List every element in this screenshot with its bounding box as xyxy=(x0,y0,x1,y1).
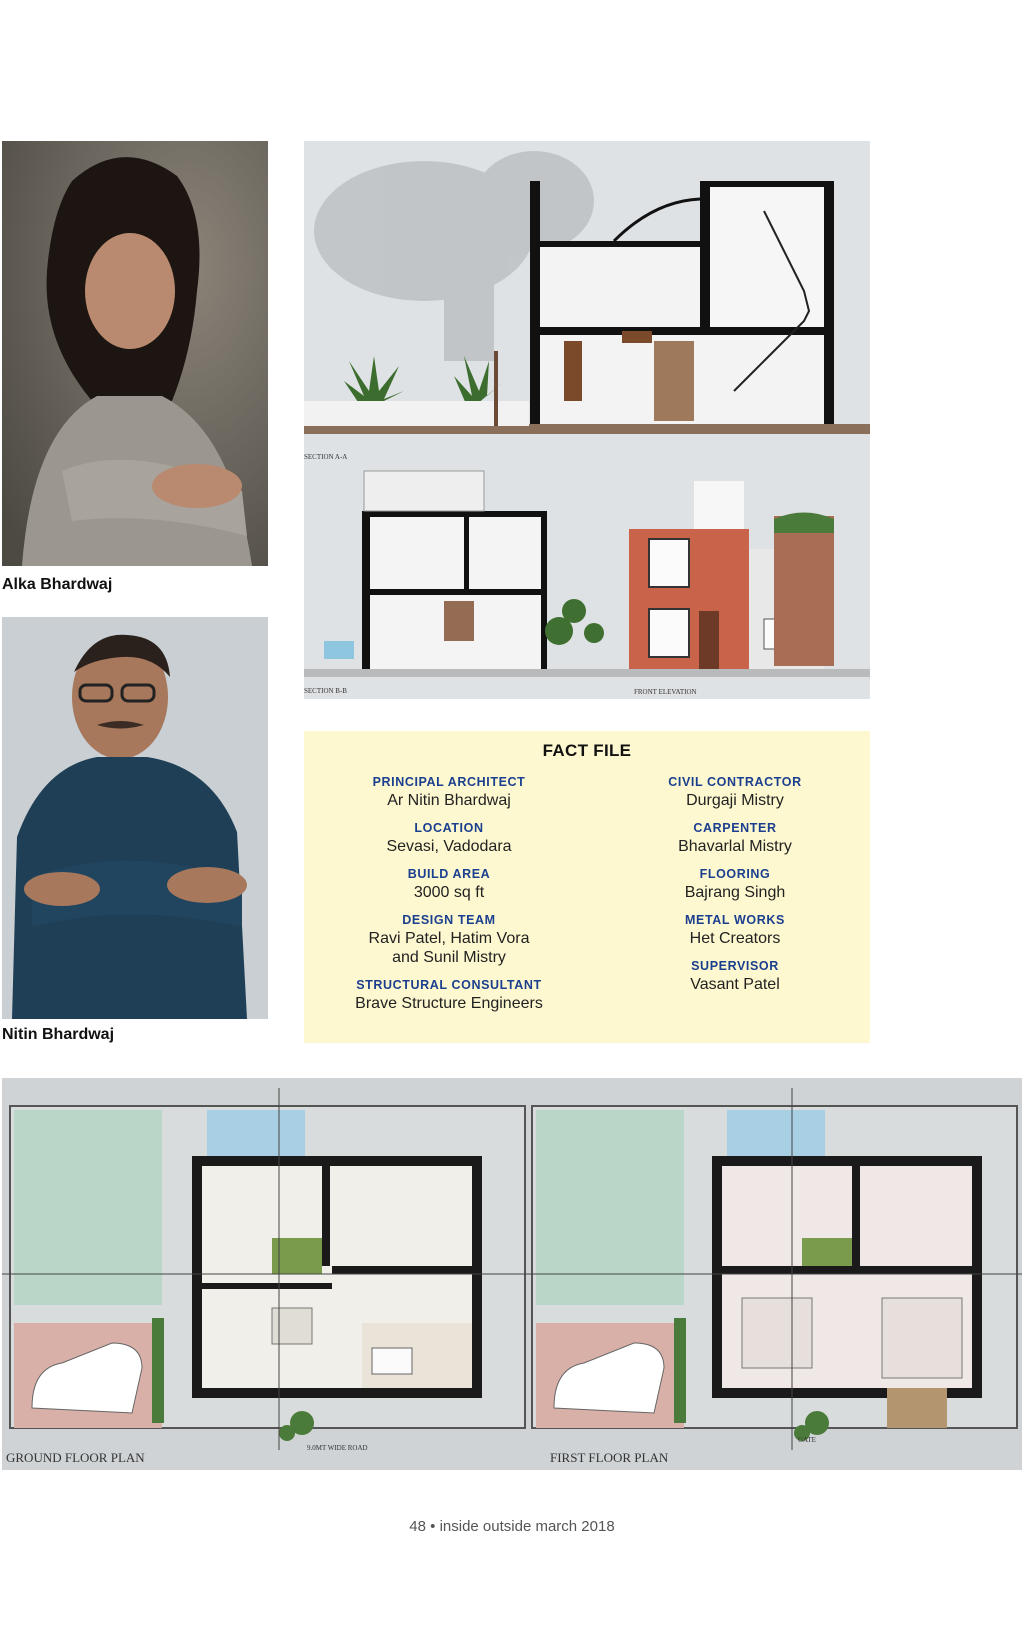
fact-file-title: FACT FILE xyxy=(542,741,632,760)
fact-entry-metal-works: METAL WORKS Het Creators xyxy=(600,913,870,948)
fact-entry-design-team: DESIGN TEAM Ravi Patel, Hatim Vora and S… xyxy=(314,913,584,967)
first-floor-plan xyxy=(524,1088,1022,1450)
fact-entry-civil-contractor: CIVIL CONTRACTOR Durgaji Mistry xyxy=(600,775,870,810)
portrait-caption-nitin: Nitin Bhardwaj xyxy=(2,1026,115,1043)
fact-role: LOCATION xyxy=(414,821,484,835)
fact-value: Bhavarlal Mistry xyxy=(678,838,792,855)
fact-role: DESIGN TEAM xyxy=(402,913,496,927)
fact-value: Ravi Patel, Hatim Vora and Sunil Mistry xyxy=(368,930,530,966)
road-label: 9.0MT WIDE ROAD xyxy=(307,1444,368,1452)
fact-role: METAL WORKS xyxy=(685,913,785,927)
fact-value: 3000 sq ft xyxy=(413,884,485,901)
fact-value: Het Creators xyxy=(689,930,781,947)
section-elevation-drawing: SECTION A-A xyxy=(304,141,870,699)
fact-value: Brave Structure Engineers xyxy=(355,995,543,1012)
fact-entry-location: LOCATION Sevasi, Vadodara xyxy=(314,821,584,856)
gate-label: GATE xyxy=(798,1436,816,1444)
fact-role: STRUCTURAL CONSULTANT xyxy=(356,978,542,992)
fact-value: Vasant Patel xyxy=(690,976,780,993)
fact-role: CIVIL CONTRACTOR xyxy=(668,775,802,789)
fact-role: CARPENTER xyxy=(693,821,777,835)
fact-entry-supervisor: SUPERVISOR Vasant Patel xyxy=(600,959,870,994)
ground-floor-plan-label: GROUND FLOOR PLAN xyxy=(6,1450,145,1465)
fact-role: PRINCIPAL ARCHITECT xyxy=(372,775,526,789)
first-floor-plan-label: FIRST FLOOR PLAN xyxy=(550,1450,669,1465)
fact-role: FLOORING xyxy=(699,867,771,881)
fact-entry-structural-consultant: STRUCTURAL CONSULTANT Brave Structure En… xyxy=(314,978,584,1013)
fact-file-right-column: CIVIL CONTRACTOR Durgaji Mistry CARPENTE… xyxy=(600,775,870,1005)
fact-entry-build-area: BUILD AREA 3000 sq ft xyxy=(314,867,584,902)
portrait-nitin-bhardwaj xyxy=(2,617,268,1019)
fact-value: Sevasi, Vadodara xyxy=(386,838,512,855)
fact-entry-principal-architect: PRINCIPAL ARCHITECT Ar Nitin Bhardwaj xyxy=(314,775,584,810)
fact-entry-carpenter: CARPENTER Bhavarlal Mistry xyxy=(600,821,870,856)
ground-floor-plan xyxy=(2,1088,532,1450)
portrait-caption-alka: Alka Bhardwaj xyxy=(2,576,113,593)
fact-file-left-column: PRINCIPAL ARCHITECT Ar Nitin Bhardwaj LO… xyxy=(314,775,584,1024)
fact-entry-flooring: FLOORING Bajrang Singh xyxy=(600,867,870,902)
fact-file-box: FACT FILE PRINCIPAL ARCHITECT Ar Nitin B… xyxy=(304,731,870,1043)
front-elevation-label: FRONT ELEVATION xyxy=(634,688,697,696)
page-footer: 48 • inside outside march 2018 xyxy=(409,1518,615,1535)
floor-plans-drawing: GROUND FLOOR PLAN 9.0MT WIDE ROAD FIRST xyxy=(2,1078,1022,1470)
fact-value: Bajrang Singh xyxy=(684,884,786,901)
fact-role: SUPERVISOR xyxy=(691,959,779,973)
section-aa-label: SECTION A-A xyxy=(304,453,347,461)
fact-value: Ar Nitin Bhardwaj xyxy=(387,792,511,809)
fact-value: Durgaji Mistry xyxy=(686,792,784,809)
portrait-alka-bhardwaj xyxy=(2,141,268,566)
section-bb-label: SECTION B-B xyxy=(304,687,347,695)
fact-role: BUILD AREA xyxy=(407,867,491,881)
